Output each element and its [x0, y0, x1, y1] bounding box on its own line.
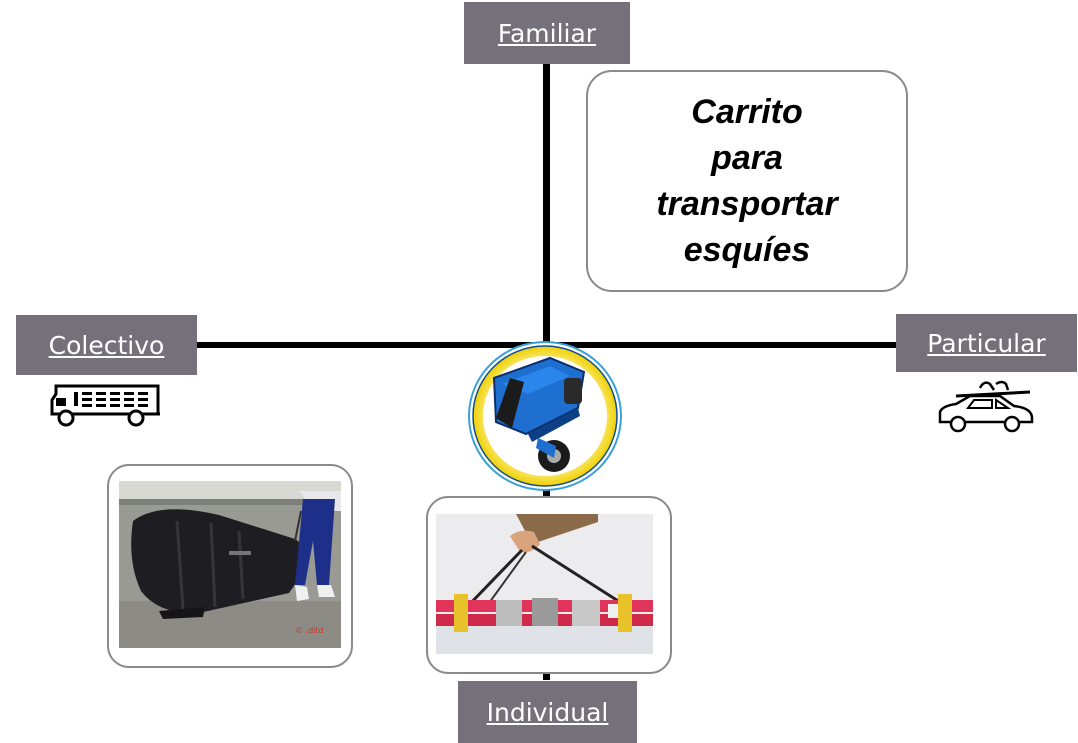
title-line-2: para [711, 139, 783, 177]
photo-caption: © .ditd [295, 626, 324, 635]
diagram-title: Carrito para transportar esquíes [656, 89, 837, 273]
title-box: Carrito para transportar esquíes [586, 70, 908, 292]
school-bus-icon [48, 380, 164, 428]
axis-label-right: Particular [896, 314, 1077, 372]
axis-label-left: Colectivo [16, 315, 197, 375]
axis-label-bottom: Individual [458, 681, 637, 743]
axis-label-top: Familiar [464, 2, 630, 64]
ski-bag-photo: © .ditd [119, 481, 341, 648]
car-with-skis-icon [936, 378, 1036, 436]
title-line-1: Carrito [691, 93, 802, 131]
title-line-4: esquíes [684, 231, 811, 269]
title-line-3: transportar [656, 185, 837, 223]
ski-strap-photo [436, 514, 653, 654]
blue-ski-carrier-photo [466, 338, 624, 494]
